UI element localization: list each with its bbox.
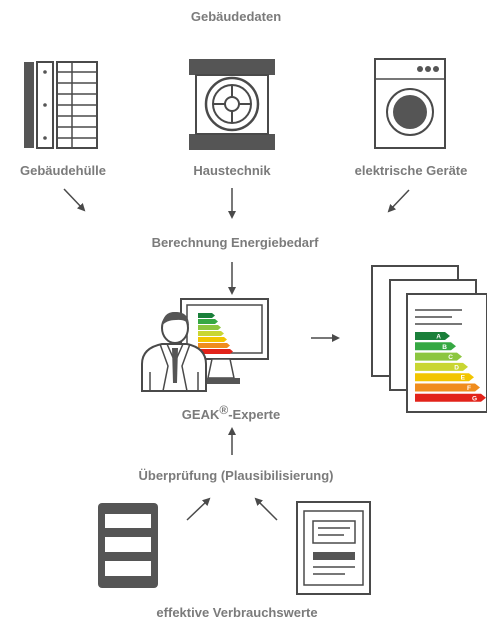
energy-class-bar-b — [415, 342, 456, 351]
washing-machine-icon — [374, 58, 446, 149]
ventilation-unit-icon — [189, 59, 275, 150]
verification-label: Überprüfung (Plausibilisierung) — [138, 468, 334, 483]
arrow-bill-to-verification — [254, 497, 278, 521]
arrow-appliances-to-calculation — [387, 189, 410, 213]
mini-energy-scale — [198, 313, 233, 354]
energy-class-bar-d — [415, 362, 468, 371]
consumption-label: effektive Verbrauchswerte — [156, 605, 318, 620]
energy-class-letter-b: B — [442, 344, 447, 351]
energy-class-letter-e: E — [461, 375, 466, 382]
database-cylinder-icon — [98, 503, 158, 588]
energy-class-bar-c — [415, 352, 462, 361]
expert-label-main: GEAK — [181, 407, 220, 422]
diagram-title: Gebäudedaten — [190, 9, 282, 24]
energy-class-letter-g: G — [472, 395, 477, 402]
input-label-services: Haustechnik — [193, 163, 271, 178]
energy-class-bar-a — [415, 332, 450, 340]
energy-class-letter-f: F — [467, 385, 471, 392]
input-label-envelope: Gebäudehülle — [20, 163, 106, 178]
energy-class-bar-e — [415, 373, 474, 382]
energy-class-bar-f — [415, 383, 480, 392]
input-label-appliances: elektrische Geräte — [354, 163, 468, 178]
energy-class-bar-g — [415, 393, 486, 402]
meter-bill-document-icon — [296, 501, 371, 595]
expert-label: GEAK®-Experte — [182, 403, 280, 422]
arrow-database-to-verification — [186, 497, 211, 521]
energy-class-letter-d: D — [454, 364, 459, 371]
expert-at-monitor-icon — [141, 298, 269, 392]
expert-label-mark: ® — [219, 403, 229, 417]
arrow-envelope-to-calculation — [63, 188, 86, 212]
calculation-label: Berechnung Energiebedarf — [151, 235, 319, 250]
energy-class-letter-c: C — [448, 354, 453, 361]
expert-label-suffix: -Experte — [228, 407, 281, 422]
wall-layers-icon — [24, 61, 98, 149]
energy-class-letter-a: A — [436, 334, 441, 341]
